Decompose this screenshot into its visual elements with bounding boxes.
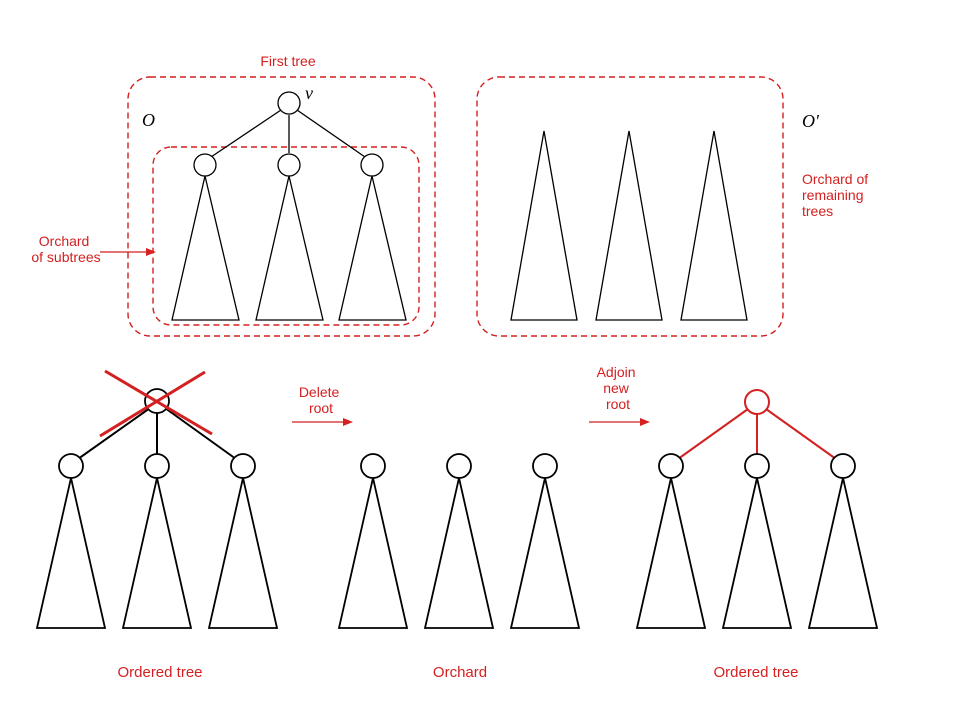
orchard-of-subtrees-label: Orchard of subtrees	[31, 233, 100, 265]
subtree-triangle	[121, 477, 193, 629]
subtree-triangle	[171, 175, 240, 321]
subtrees-dashed-box	[152, 146, 420, 326]
subtree-triangle	[207, 477, 279, 629]
delete-cross-stroke	[104, 369, 213, 436]
delete-root-step: Delete root	[292, 384, 353, 426]
subtree-root-node	[193, 153, 217, 177]
orchard-middle-group: Orchard	[337, 453, 581, 681]
subtree-triangle	[35, 477, 107, 629]
caption-ordered-tree-left: Ordered tree	[117, 664, 202, 681]
subtree-root-node	[360, 153, 384, 177]
subtree-root-node	[744, 453, 770, 479]
subtree-root-node	[830, 453, 856, 479]
subtree-root-node	[277, 153, 301, 177]
subtree-triangle	[255, 175, 324, 321]
orchard-o-label: O	[142, 110, 155, 130]
first-tree-group: First tree O v Orchard of subtrees	[31, 53, 436, 337]
root-v-label: v	[305, 83, 313, 103]
delete-root-label: Delete root	[299, 384, 343, 416]
new-root-node	[744, 389, 770, 415]
edge-root-left	[77, 407, 151, 460]
delete-cross-stroke	[99, 370, 206, 438]
subtree-root-node	[230, 453, 256, 479]
subtree-triangle	[721, 477, 793, 629]
edge-root-left	[210, 109, 282, 158]
root-node-v	[277, 91, 301, 115]
adjoin-new-root-step: Adjoin new root	[589, 364, 650, 426]
ordered-tree-right-group: Ordered tree	[635, 389, 879, 681]
ordered-tree-left-group: Ordered tree	[35, 369, 279, 681]
subtree-triangle	[635, 477, 707, 629]
first-tree-label: First tree	[260, 53, 315, 69]
new-edge-right	[765, 408, 837, 460]
orchard-o-prime-label: O′	[802, 111, 820, 131]
first-tree-dashed-box	[127, 76, 436, 337]
orchard-tree-triangle	[337, 477, 409, 629]
orchard-tree-triangle	[423, 477, 495, 629]
delete-root-arrowhead	[343, 418, 353, 426]
orchard-tree-root-node	[446, 453, 472, 479]
subtree-root-node	[58, 453, 84, 479]
orchard-of-remaining-trees-label: Orchard of remaining trees	[802, 171, 872, 219]
adjoin-root-arrowhead	[640, 418, 650, 426]
caption-orchard: Orchard	[433, 664, 487, 681]
orchard-tree-triangle	[509, 477, 581, 629]
caption-ordered-tree-right: Ordered tree	[713, 664, 798, 681]
edge-root-right	[296, 109, 366, 158]
orchard-tree-root-node	[360, 453, 386, 479]
remaining-tree-triangle	[680, 130, 748, 321]
subtree-triangle	[807, 477, 879, 629]
remaining-tree-triangle	[510, 130, 578, 321]
remaining-trees-dashed-box	[476, 76, 784, 337]
subtree-root-node	[144, 453, 170, 479]
remaining-tree-triangle	[595, 130, 663, 321]
remaining-trees-group: O′ Orchard of remaining trees	[476, 76, 872, 337]
orchard-tree-root-node	[532, 453, 558, 479]
edge-root-right	[164, 407, 237, 460]
adjoin-new-root-label: Adjoin new root	[597, 364, 640, 412]
subtree-triangle	[338, 175, 407, 321]
subtrees-pointer-arrowhead	[146, 248, 156, 256]
subtree-root-node	[658, 453, 684, 479]
new-edge-left	[677, 408, 749, 460]
